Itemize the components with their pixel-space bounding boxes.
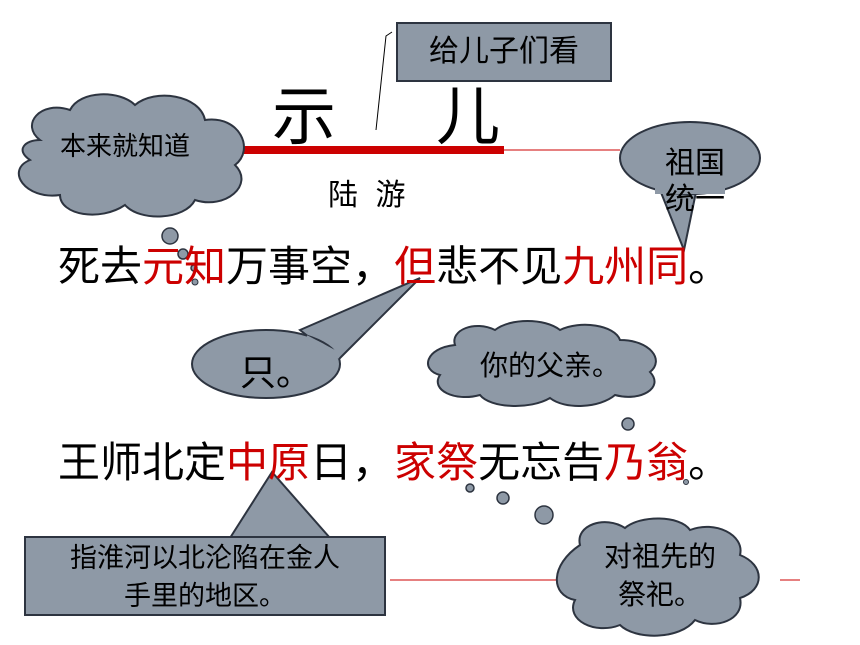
line1-jiuzhou: 九州同 bbox=[562, 242, 689, 291]
jiaji-note-line1: 对祖先的 bbox=[603, 540, 716, 573]
cloud-naiweng bbox=[427, 320, 657, 431]
line2-jiaji: 家祭 bbox=[394, 438, 479, 487]
note-jiaji: 对祖先的 祭祀。 bbox=[590, 538, 730, 614]
poem-line-1: 死去元知万事空，但悲不见九州同。 bbox=[58, 246, 730, 288]
line2-seg7: 。 bbox=[688, 438, 731, 487]
bubble-dan bbox=[191, 277, 421, 399]
note-jiuzhou: 祖国统一 bbox=[665, 146, 725, 217]
line1-dan: 但 bbox=[394, 242, 437, 291]
title-note-text: 给儿子们看 bbox=[429, 34, 579, 69]
cloud-jiaji bbox=[555, 517, 760, 637]
cloud-yuanzhi bbox=[17, 93, 245, 272]
title-underline bbox=[244, 146, 504, 154]
title-note-box: 给儿子们看 bbox=[396, 22, 612, 82]
note-naiweng: 你的父亲。 bbox=[479, 349, 620, 382]
line1-seg7: 。 bbox=[688, 242, 731, 291]
title-char-er: 儿 bbox=[436, 81, 500, 155]
thought-trail-jiaji bbox=[465, 483, 554, 525]
note-dan: 只。 bbox=[240, 353, 313, 394]
bubble-jiuzhou bbox=[619, 121, 761, 254]
title-note-pointer bbox=[375, 31, 393, 131]
note-yuanzhi: 本来就知道 bbox=[59, 132, 190, 162]
line2-seg1: 王师北定 bbox=[58, 438, 227, 487]
line2-seg5: 无忘告 bbox=[478, 438, 605, 487]
poem-line-2: 王师北定中原日，家祭无忘告乃翁。 bbox=[58, 442, 730, 484]
line2-seg3: 日， bbox=[310, 438, 395, 487]
line1-seg1: 死去 bbox=[58, 242, 143, 291]
line1-seg5: 悲不见 bbox=[436, 242, 563, 291]
zhongyuan-note-line2: 手里的地区。 bbox=[124, 581, 286, 612]
line2-zhongyuan: 中原 bbox=[226, 438, 311, 487]
author: 陆 游 bbox=[328, 178, 410, 213]
zhongyuan-note-line1: 指淮河以北沦陷在金人 bbox=[70, 543, 340, 574]
line2-naiweng: 乃翁 bbox=[604, 438, 689, 487]
line1-yuanzhi: 元知 bbox=[142, 242, 227, 291]
title-char-shi: 示 bbox=[272, 81, 336, 155]
zhongyuan-note-box: 指淮河以北沦陷在金人 手里的地区。 bbox=[24, 536, 386, 616]
line1-seg3: 万事空， bbox=[226, 242, 395, 291]
jiaji-note-line2: 祭祀。 bbox=[617, 578, 702, 611]
